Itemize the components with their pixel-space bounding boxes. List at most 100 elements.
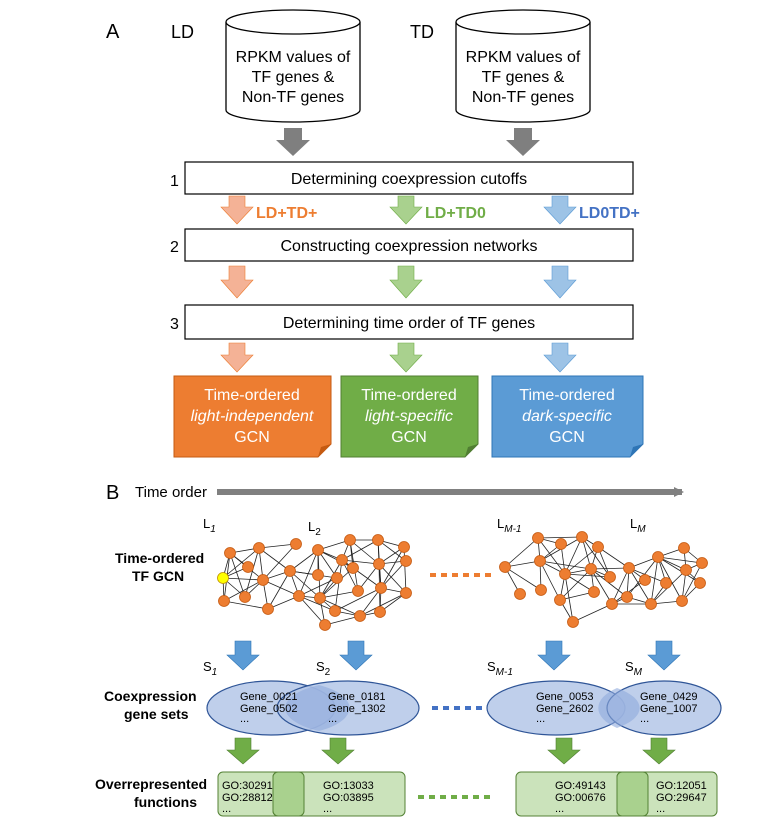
gcn-edge	[378, 563, 407, 594]
gcn-node	[606, 598, 618, 610]
output-1-line-2: light-independent	[191, 408, 314, 425]
output-2-line-2: light-specific	[365, 408, 453, 425]
step-2-label: Constructing coexpression networks	[280, 238, 537, 255]
gene-set-m-gene-2: Gene_1007	[640, 703, 698, 715]
layer-label-1: L1	[203, 516, 216, 535]
gene-set-m-gene-3: ...	[640, 713, 649, 725]
function-2-term-2: GO:03895	[323, 792, 374, 804]
gcn-edge	[559, 568, 592, 601]
database-td-line-1: RPKM values of	[466, 49, 581, 66]
gcn-node	[639, 574, 651, 586]
panel-a-label: A	[106, 21, 120, 43]
green-arrow-2	[321, 737, 355, 765]
gcn-node	[329, 605, 341, 617]
gcn-node	[372, 534, 384, 546]
gcn-node	[224, 547, 236, 559]
gcn-node	[696, 557, 708, 569]
gcn-edge	[539, 560, 561, 601]
function-m-term-2: GO:29647	[656, 792, 707, 804]
gcn-node	[312, 569, 324, 581]
database-ld-title: LD	[171, 22, 194, 42]
output-3-line-3: GCN	[549, 429, 585, 446]
gcn-node	[676, 595, 688, 607]
gene-set-1-gene-3: ...	[240, 713, 249, 725]
gcn-edge	[590, 568, 628, 598]
gcn-node	[621, 591, 633, 603]
arrow-blue-1	[543, 195, 577, 225]
gene-set-1-gene-2: Gene_0502	[240, 703, 298, 715]
gcn-node	[312, 544, 324, 556]
gcn-edge	[380, 546, 405, 589]
gcn-edge	[597, 546, 630, 569]
gcn-edge	[537, 536, 583, 539]
gcn-edge	[319, 559, 343, 599]
row-label-func-2: functions	[134, 794, 197, 810]
gcn-edge	[650, 556, 659, 605]
gcn-edge	[319, 590, 359, 599]
gcn-edge	[324, 615, 361, 626]
function-m-1-term-3: ...	[555, 803, 564, 815]
gcn-edge	[298, 595, 336, 612]
output-2-line-3: GCN	[391, 429, 427, 446]
gray-arrow-td	[506, 128, 540, 156]
database-td-line-2: TF genes &	[482, 69, 565, 86]
gcn-node	[532, 532, 544, 544]
gcn-node	[400, 555, 412, 567]
gcn-edge	[223, 600, 269, 610]
gcn-node	[284, 565, 296, 577]
gcn-edge	[380, 560, 407, 589]
gcn-node	[604, 571, 616, 583]
gcn-node	[680, 564, 692, 576]
set-label-m-1: SM-1	[487, 659, 513, 678]
gcn-edge	[267, 570, 291, 610]
gcn-node	[592, 541, 604, 553]
gene-set-overlap-m-1-m	[598, 688, 640, 728]
output-1-line-1: Time-ordered	[204, 387, 299, 404]
blue-arrow-2	[339, 640, 373, 671]
gcn-node	[262, 603, 274, 615]
function-2-term-3: ...	[323, 803, 332, 815]
gcn-node	[354, 610, 366, 622]
set-label-2: S2	[316, 659, 331, 678]
row-label-func-1: Overrepresented	[95, 776, 207, 792]
blue-arrow-m-1	[537, 640, 571, 671]
step-3-label: Determining time order of TF genes	[283, 315, 535, 332]
set-label-1: S1	[203, 659, 217, 678]
blue-arrow-m	[647, 640, 681, 671]
time-order-label: Time order	[135, 484, 207, 501]
function-overlap-1-2	[272, 771, 305, 817]
gene-set-2-gene-1: Gene_0181	[328, 691, 386, 703]
set-label-m: SM	[625, 659, 643, 678]
output-3-line-1: Time-ordered	[519, 387, 614, 404]
row-label-gcn-1: Time-ordered	[115, 550, 204, 566]
layer-label-2: L2	[308, 519, 321, 538]
gcn-edge	[229, 552, 246, 598]
gcn-edge	[681, 562, 703, 602]
gcn-node	[652, 551, 664, 563]
gcn-node	[576, 531, 588, 543]
arrow-green-2	[389, 265, 423, 299]
gcn-edge	[504, 560, 541, 568]
panel-b-label: B	[106, 482, 119, 504]
output-2-line-1: Time-ordered	[361, 387, 456, 404]
database-ld-line-3: Non-TF genes	[242, 89, 344, 106]
gcn-edge	[403, 546, 407, 594]
gcn-node	[319, 619, 331, 631]
gcn-node	[559, 568, 571, 580]
database-td-line-3: Non-TF genes	[472, 89, 574, 106]
gcn-node	[375, 582, 387, 594]
gcn-edge	[262, 579, 300, 597]
gcn-edge	[334, 587, 382, 612]
category-ld-zero-td-plus: LD0TD+	[579, 205, 640, 222]
row-label-sets-1: Coexpression	[104, 688, 197, 704]
gcn-edge	[341, 559, 380, 565]
gcn-node	[534, 555, 546, 567]
output-3-line-2: dark-specific	[522, 408, 612, 425]
gcn-node	[314, 592, 326, 604]
gcn-node	[645, 598, 657, 610]
gcn-edge	[349, 539, 380, 565]
step-3-number: 3	[170, 316, 179, 333]
gcn-edge	[657, 556, 701, 584]
gcn-node	[499, 561, 511, 573]
gcn-node	[344, 534, 356, 546]
